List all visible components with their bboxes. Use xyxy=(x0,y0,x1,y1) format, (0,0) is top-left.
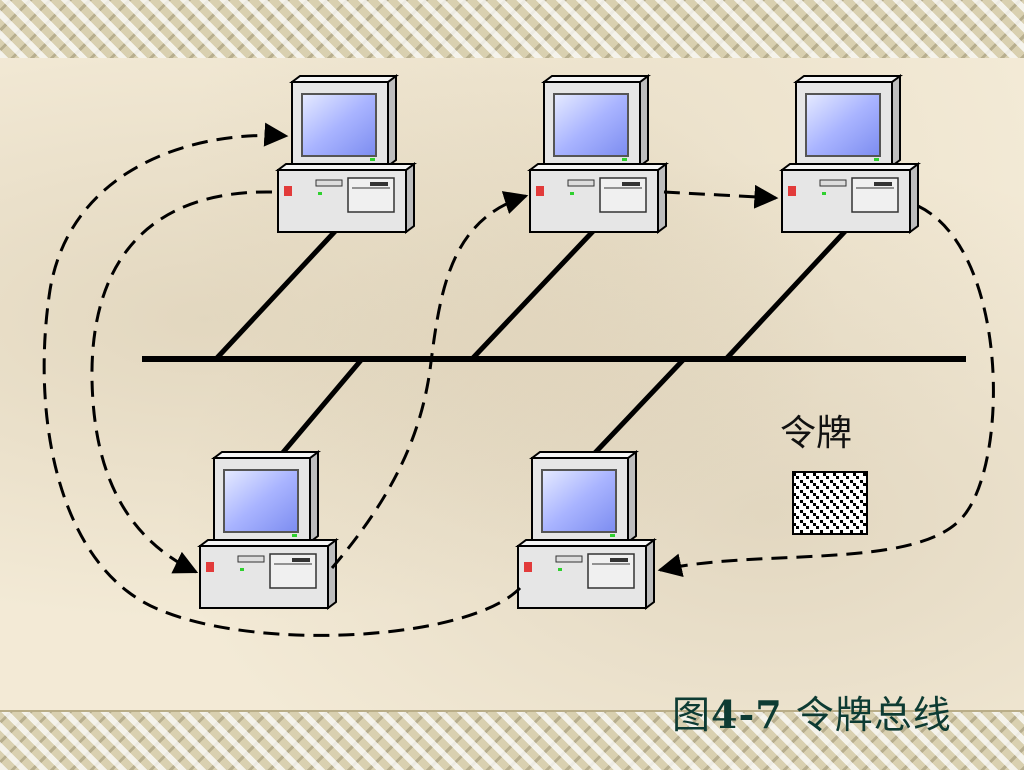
caption-prefix: 图 xyxy=(672,693,712,737)
drop-line-5 xyxy=(590,357,686,458)
token-label: 令牌 xyxy=(780,413,853,454)
drop-line-2 xyxy=(470,224,600,361)
drop-line-4 xyxy=(278,357,364,458)
figure-caption: 图4-7 令牌总线 xyxy=(672,684,952,739)
token-path xyxy=(42,122,995,637)
computer-icon xyxy=(529,75,667,233)
decorative-top-border xyxy=(0,0,1024,60)
computer-icon xyxy=(199,451,337,609)
decorative-bottom-border xyxy=(0,710,1024,770)
token-icon xyxy=(792,471,868,535)
caption-title: 令牌总线 xyxy=(782,693,952,737)
computer-icon xyxy=(781,75,919,233)
drop-line-3 xyxy=(724,224,852,361)
computer-icon xyxy=(517,451,655,609)
computer-icon xyxy=(277,75,415,233)
drop-line-1 xyxy=(214,224,342,361)
caption-number: 4-7 xyxy=(711,692,783,737)
